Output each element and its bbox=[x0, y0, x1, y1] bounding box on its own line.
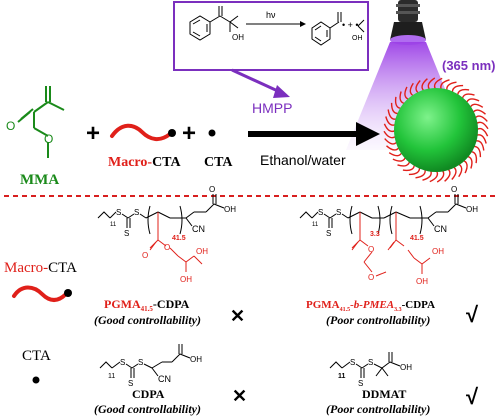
plus-sign-2: + bbox=[182, 120, 196, 147]
pmea-cdpa-note: (Poor controllability) bbox=[326, 313, 430, 327]
ddmat-structure bbox=[329, 352, 401, 378]
radical-oh-label: OH bbox=[352, 35, 363, 42]
pgma-cdpa-repeat: 41.5 bbox=[172, 235, 186, 242]
cdpa-s1: S bbox=[120, 358, 125, 367]
cdpa-result: ✕ bbox=[232, 386, 247, 406]
macro-cta-icon bbox=[110, 123, 176, 141]
pmea-cdpa-s1: S bbox=[318, 208, 323, 217]
pmea-cdpa-o-ether: O bbox=[368, 273, 374, 282]
pgma-cdpa-structure: 11 S S S 41.5 CN O OH O O OH OH bbox=[97, 185, 236, 284]
ddmat-s2: S bbox=[368, 358, 373, 367]
pgma-cdpa-oh2: OH bbox=[180, 275, 192, 284]
pmea-cdpa-oh2: OH bbox=[416, 277, 428, 286]
pmea-cdpa-s3: S bbox=[326, 229, 331, 238]
pmea-cdpa-repeat-a: 3.3 bbox=[370, 231, 380, 238]
pgma-cdpa-s3: S bbox=[124, 229, 129, 238]
pmea-cdpa-oh1: OH bbox=[432, 247, 444, 256]
pgma-cdpa-o-ester: O bbox=[164, 243, 170, 252]
legend-macro-cta-icon bbox=[12, 285, 72, 302]
pgma-cdpa-note: (Good controllability) bbox=[94, 313, 201, 327]
cdpa-chain-sub: 11 bbox=[108, 373, 115, 380]
pmea-cdpa-cn: CN bbox=[434, 224, 447, 234]
pmea-cdpa-s2: S bbox=[336, 208, 341, 217]
cdpa-structure bbox=[99, 344, 191, 378]
pgma-cdpa-s2: S bbox=[134, 208, 139, 217]
monomer-label: MMA bbox=[20, 172, 59, 188]
ddmat-result: √ bbox=[466, 384, 479, 409]
macro-cta-label: Macro-CTA bbox=[108, 155, 181, 170]
cdpa-acid-oh: OH bbox=[190, 355, 202, 364]
cdpa-s2: S bbox=[138, 358, 143, 367]
benzoyl-radical-structure bbox=[311, 12, 342, 46]
mma-o-carbonyl: O bbox=[6, 119, 15, 133]
pgma-cdpa-acid-oh: OH bbox=[224, 205, 236, 214]
initiator-pointer bbox=[231, 68, 290, 98]
cta-dot-icon bbox=[208, 129, 216, 137]
pgma-cdpa-result: ✕ bbox=[230, 306, 245, 326]
cdpa-s3: S bbox=[128, 379, 133, 388]
pmea-cdpa-name: PGMA41.5-b-PMEA3.3-CDPA bbox=[306, 299, 435, 313]
mma-structure bbox=[17, 86, 65, 158]
ddmat-s1: S bbox=[350, 358, 355, 367]
pgma-cdpa-o-top: O bbox=[209, 185, 215, 194]
photoinitiation-box: OH hν • + • OH bbox=[173, 1, 369, 71]
radical-products: • + • bbox=[342, 20, 359, 30]
reaction-arrow bbox=[248, 122, 380, 146]
solvent-label: Ethanol/water bbox=[260, 152, 346, 168]
mma-o-ester: O bbox=[44, 132, 53, 146]
legend-cta-dot-icon bbox=[32, 376, 40, 384]
plus-sign-1: + bbox=[86, 120, 100, 147]
legend-cta-label: CTA bbox=[22, 348, 51, 364]
pmea-cdpa-result: √ bbox=[466, 302, 479, 327]
ddmat-s3: S bbox=[358, 379, 363, 388]
hmpp-structure bbox=[189, 6, 239, 41]
cdpa-note: (Good controllability) bbox=[94, 402, 201, 416]
corona-chain bbox=[469, 103, 484, 109]
pgma-cdpa-oh1: OH bbox=[196, 247, 208, 256]
nanoparticle-icon bbox=[383, 77, 489, 183]
hv-label: hν bbox=[266, 10, 276, 20]
corona-chain bbox=[388, 151, 403, 157]
ddmat-note: (Poor controllability) bbox=[326, 402, 430, 416]
pgma-cdpa-o-carbonyl: O bbox=[142, 251, 148, 260]
ddmat-chain-sub: 11 bbox=[338, 373, 346, 380]
hmpp-oh-label: OH bbox=[232, 33, 244, 42]
pgma-cdpa-chain-sub: 11 bbox=[110, 222, 117, 228]
legend-macro-cta-label: Macro-CTA bbox=[4, 260, 77, 276]
cdpa-name: CDPA bbox=[132, 387, 165, 401]
ddmat-name: DDMAT bbox=[362, 387, 406, 401]
hydroxyalkyl-radical-structure bbox=[357, 19, 365, 33]
pgma-pmea-cdpa-structure: 11 S S S 3.3 41.5 CN O OH OH OH O O bbox=[299, 185, 478, 286]
pgma-cdpa-cn: CN bbox=[192, 224, 205, 234]
initiator-label: HMPP bbox=[252, 100, 292, 116]
cta-label: CTA bbox=[204, 155, 233, 170]
pmea-cdpa-acid-oh: OH bbox=[466, 205, 478, 214]
wavelength-label: (365 nm) bbox=[442, 58, 495, 73]
ddmat-acid-oh: OH bbox=[400, 363, 412, 372]
pmea-cdpa-chain-sub: 11 bbox=[312, 222, 319, 228]
pmea-cdpa-o-top: O bbox=[451, 185, 457, 194]
pmea-cdpa-repeat-b: 41.5 bbox=[410, 235, 424, 242]
pgma-cdpa-s1: S bbox=[116, 208, 121, 217]
pmea-cdpa-o-ester: O bbox=[368, 245, 374, 254]
cdpa-cn: CN bbox=[158, 374, 171, 384]
corona-chain bbox=[457, 163, 463, 178]
pgma-cdpa-name: PGMA41.5-CDPA bbox=[104, 297, 190, 313]
